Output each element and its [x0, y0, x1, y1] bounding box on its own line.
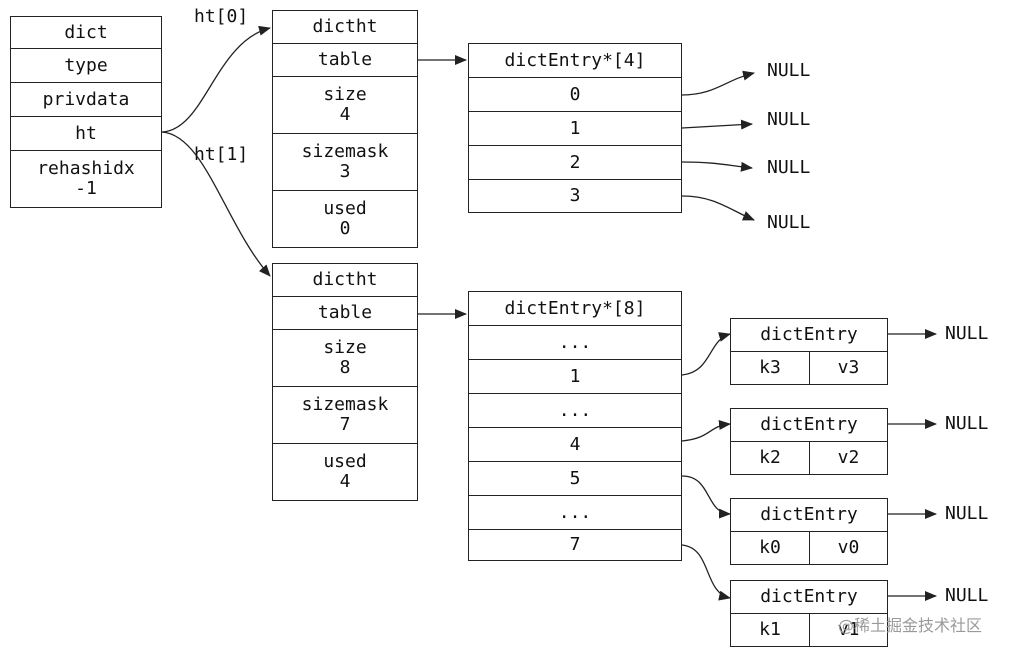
arrow-slot3-null	[681, 195, 755, 221]
entry-k3-key: k3	[730, 351, 810, 385]
ht1-used-cell: used 4	[272, 443, 418, 501]
entry-k3-value: v3	[809, 351, 888, 385]
arrow-slot1-k3	[681, 332, 731, 376]
arrow-slot1-null	[681, 119, 753, 130]
array1-slot-ellipsis-c: ...	[468, 495, 682, 530]
null-label: NULL	[767, 109, 811, 130]
array1-slot-5: 5	[468, 461, 682, 496]
dict-ht-cell: ht	[10, 116, 162, 151]
entry-k1-title: dictEntry	[730, 580, 888, 614]
null-label: NULL	[945, 503, 989, 524]
entry-k0-title: dictEntry	[730, 498, 888, 532]
ht1-pointer-label: ht[1]	[194, 144, 249, 165]
entry-k2-key: k2	[730, 441, 810, 475]
null-label: NULL	[767, 60, 811, 81]
arrow-ht0	[161, 25, 271, 133]
array1-slot-1: 1	[468, 359, 682, 394]
dict-rehashidx-cell: rehashidx -1	[10, 150, 162, 208]
watermark: @稀土掘金技术社区	[838, 616, 983, 635]
arrow-slot7-k1	[681, 544, 731, 601]
dict-privdata-cell: privdata	[10, 82, 162, 117]
array0-title-cell: dictEntry*[4]	[468, 43, 682, 78]
dict-type-cell: type	[10, 48, 162, 83]
array1-slot-7: 7	[468, 529, 682, 561]
entry-k0-value: v0	[809, 531, 888, 565]
array0-slot-1: 1	[468, 111, 682, 146]
null-label: NULL	[945, 323, 989, 344]
ht0-table-cell: table	[272, 43, 418, 77]
ht1-table-cell: table	[272, 296, 418, 330]
arrow-slot0-null	[681, 70, 755, 96]
ht0-pointer-label: ht[0]	[194, 6, 249, 27]
arrow-slot4-k2	[681, 420, 731, 442]
entry-k2-value: v2	[809, 441, 888, 475]
array0-slot-2: 2	[468, 145, 682, 180]
entry-k1-value: v1	[809, 613, 888, 647]
array0-slot-0: 0	[468, 77, 682, 112]
ht0-sizemask-cell: sizemask 3	[272, 133, 418, 191]
ht1-size-cell: size 8	[272, 329, 418, 387]
entry-k2-title: dictEntry	[730, 408, 888, 442]
null-label: NULL	[767, 212, 811, 233]
array1-slot-ellipsis-a: ...	[468, 325, 682, 360]
null-label: NULL	[767, 157, 811, 178]
ht1-title-cell: dictht	[272, 263, 418, 297]
null-label: NULL	[945, 585, 989, 606]
array1-slot-ellipsis-b: ...	[468, 393, 682, 428]
ht0-used-cell: used 0	[272, 190, 418, 248]
arrow-ht1	[161, 131, 271, 277]
ht0-size-cell: size 4	[272, 76, 418, 134]
dict-title-cell: dict	[10, 16, 162, 49]
entry-k0-key: k0	[730, 531, 810, 565]
ht0-title-cell: dictht	[272, 10, 418, 44]
entry-k1-key: k1	[730, 613, 810, 647]
null-label: NULL	[945, 413, 989, 434]
arrow-slot5-k0	[681, 475, 731, 519]
entry-k3-title: dictEntry	[730, 318, 888, 352]
arrow-slot2-null	[681, 161, 753, 172]
ht1-sizemask-cell: sizemask 7	[272, 386, 418, 444]
array1-title-cell: dictEntry*[8]	[468, 291, 682, 326]
array1-slot-4: 4	[468, 427, 682, 462]
array0-slot-3: 3	[468, 179, 682, 213]
